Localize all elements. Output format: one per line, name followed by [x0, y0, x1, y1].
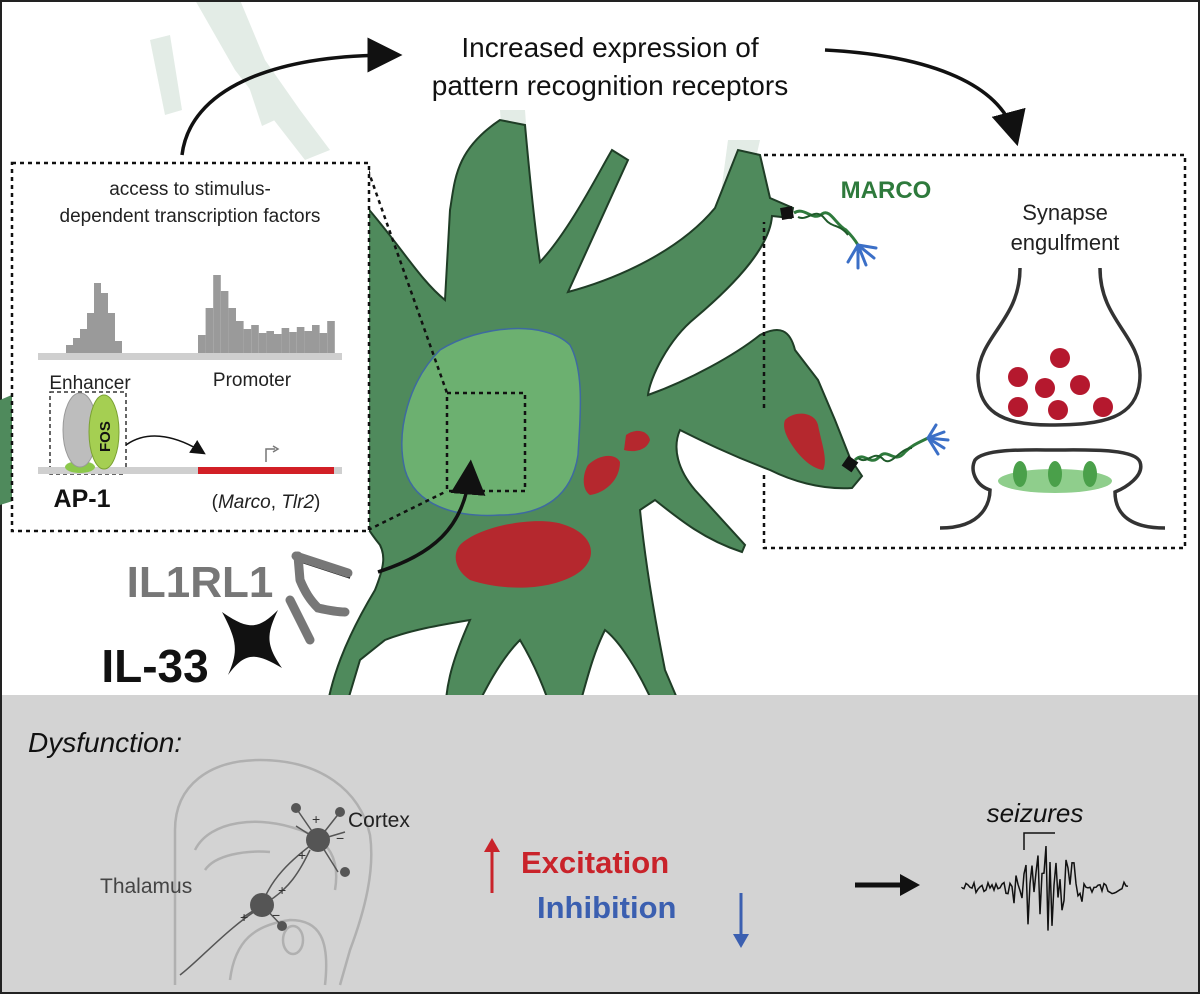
- arrow-to-expression: [180, 37, 403, 156]
- signal-bar: [115, 341, 122, 353]
- arrow-to-engulfment: [824, 48, 1026, 147]
- thalamus-label: Thalamus: [100, 875, 192, 898]
- postsynaptic-membrane: [939, 448, 1166, 530]
- right-inset: MARCO Synapse engulfment: [762, 153, 1187, 550]
- excitation-label: Excitation: [521, 845, 669, 880]
- microglia-cell: [323, 118, 864, 722]
- engulfment-line1: Synapse: [1022, 200, 1108, 225]
- promoter-track: [198, 275, 335, 353]
- dysfunction-panel: [2, 695, 1198, 992]
- gene-segment: [198, 467, 334, 474]
- signal-bar: [304, 331, 312, 353]
- synaptic-vesicles: [1008, 348, 1113, 420]
- dna-line: [38, 467, 342, 474]
- fos-protein: [88, 394, 120, 470]
- nucleus: [401, 327, 582, 517]
- activation-arrow: [125, 435, 206, 455]
- signal-bar: [87, 313, 94, 353]
- neuron-bodies: [250, 803, 350, 931]
- inset-caption-line1: access to stimulus-: [109, 179, 271, 200]
- cortex-label: Cortex: [348, 809, 410, 832]
- signal-bar: [327, 321, 335, 353]
- signaling-arrow: [377, 459, 486, 574]
- chromatin-baseline: [38, 353, 342, 360]
- eeg-trace: [961, 845, 1129, 931]
- signal-bar: [296, 327, 305, 353]
- signal-bar: [236, 321, 244, 353]
- gene-names: (Marco, Tlr2): [212, 492, 321, 513]
- signal-bar: [66, 345, 73, 353]
- signal-bar: [80, 329, 87, 353]
- signal-bar: [243, 329, 252, 353]
- signal-bar: [213, 275, 221, 353]
- svg-text:−: −: [272, 907, 280, 923]
- inhibition-label: Inhibition: [537, 890, 676, 925]
- marco-receptor-top: [780, 206, 878, 270]
- signal-bar: [198, 335, 206, 353]
- enhancer-track: [66, 283, 122, 353]
- signal-bar: [319, 333, 328, 353]
- il1rl1-label: IL1RL1: [127, 558, 274, 607]
- seizure-onset-marker: [1023, 832, 1055, 850]
- svg-text:+: +: [240, 909, 248, 925]
- tss-arrow: [265, 448, 275, 462]
- signal-bar: [220, 291, 229, 353]
- engulfed-material: [455, 413, 825, 588]
- signal-bar: [281, 328, 290, 353]
- signal-bar: [108, 313, 115, 353]
- svg-text:+: +: [278, 882, 286, 898]
- signal-bar: [73, 338, 80, 353]
- signal-bar: [274, 334, 282, 353]
- zoom-line-bottom: [367, 489, 448, 532]
- presynaptic-terminal: [976, 267, 1142, 427]
- signal-bar: [312, 325, 320, 353]
- left-inset: access to stimulus- dependent transcript…: [10, 161, 371, 533]
- signal-bar: [258, 333, 267, 353]
- signal-bar: [94, 283, 101, 353]
- dysfunction-label: Dysfunction:: [28, 727, 182, 758]
- ap1-label: AP-1: [54, 485, 111, 513]
- seizures-label: seizures: [987, 798, 1084, 828]
- signal-bar: [289, 332, 297, 353]
- promoter-label: Promoter: [213, 370, 292, 391]
- synapse-signs: +−+ ++−: [240, 811, 344, 925]
- postsynaptic-receptors: [1013, 461, 1097, 487]
- svg-text:−: −: [336, 830, 344, 846]
- inset-caption-line2: dependent transcription factors: [60, 206, 321, 227]
- signal-bar: [251, 325, 259, 353]
- il1rl1-receptor-stem: [291, 551, 353, 578]
- fos-label: FOS: [97, 421, 114, 452]
- engulfment-line2: engulfment: [1011, 230, 1120, 255]
- il1rl1-receptor-arm: [285, 595, 315, 645]
- marco-label: MARCO: [841, 177, 932, 204]
- enhancer-label: Enhancer: [49, 373, 131, 394]
- signal-bar: [101, 293, 108, 353]
- brain-circuit-schematic: [173, 758, 373, 986]
- title-line2: pattern recognition receptors: [432, 70, 788, 101]
- marco-receptor-bottom: [841, 423, 950, 473]
- svg-text:+: +: [312, 811, 320, 827]
- signal-bar: [205, 308, 214, 353]
- il33-ligand-icon: [222, 610, 282, 675]
- il33-label: IL-33: [101, 640, 208, 692]
- title-line1: Increased expression of: [461, 32, 759, 63]
- signal-bar: [266, 331, 274, 353]
- signal-bar: [228, 308, 236, 353]
- svg-text:+: +: [298, 847, 306, 863]
